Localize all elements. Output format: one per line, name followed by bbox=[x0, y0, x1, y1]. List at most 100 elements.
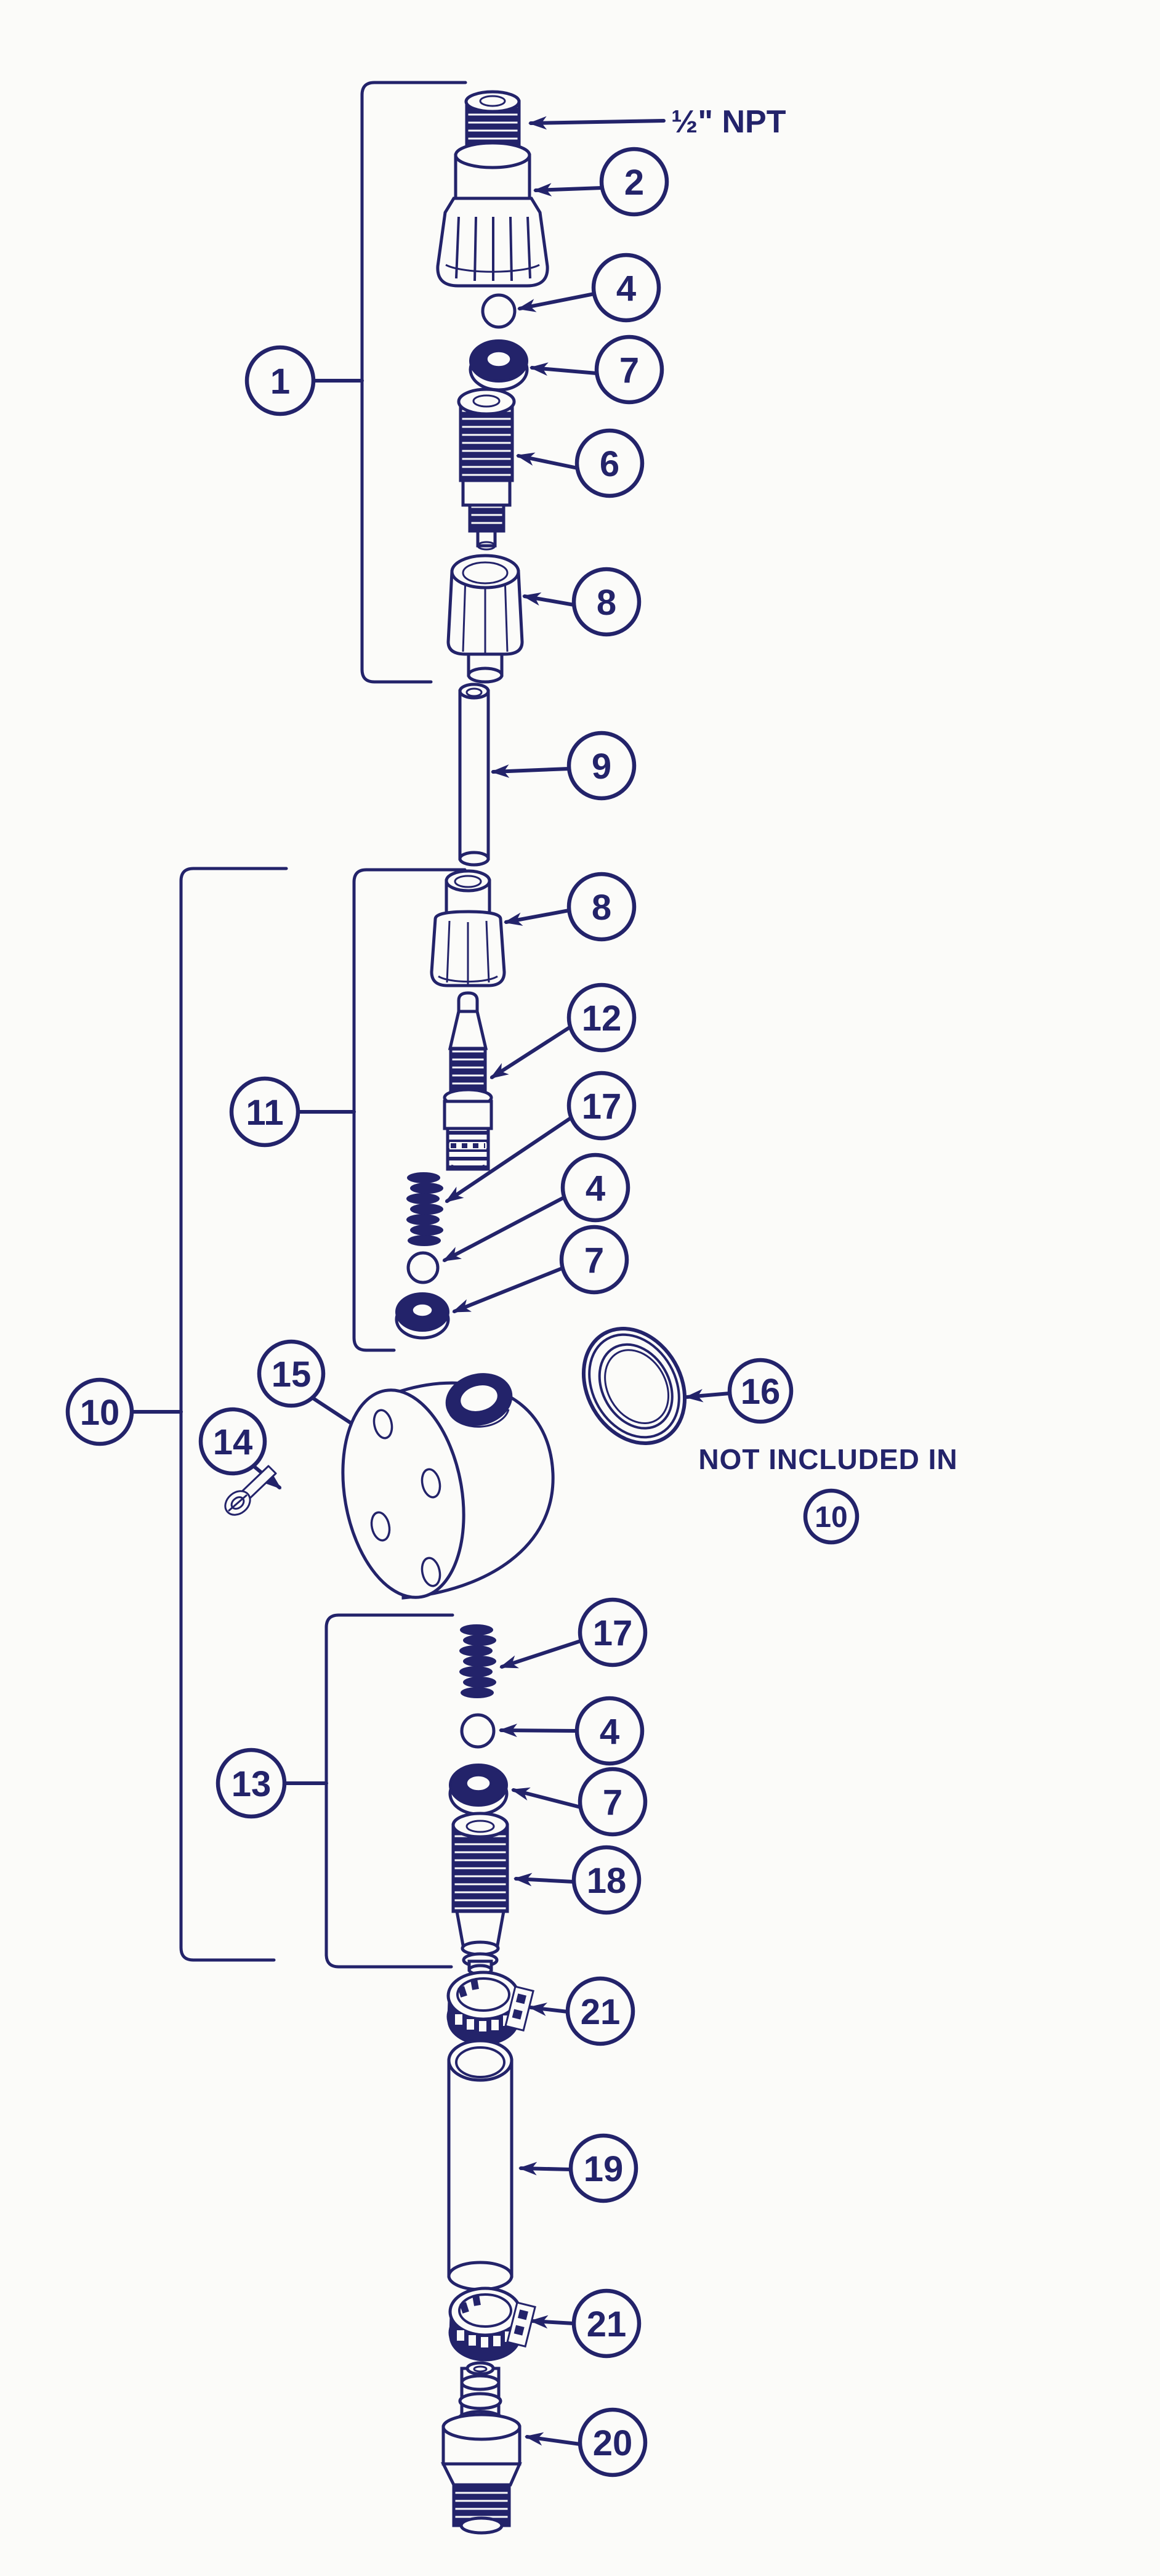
valve-lower-stub bbox=[468, 503, 505, 533]
callout-20-label: 20 bbox=[593, 2423, 633, 2463]
valve-white-band bbox=[461, 479, 512, 507]
washer-hole bbox=[411, 1302, 434, 1318]
nut-top-hole bbox=[454, 875, 482, 888]
leader-4b bbox=[442, 1196, 566, 1262]
leader-2 bbox=[533, 183, 603, 196]
callout-6-label: 6 bbox=[600, 444, 619, 484]
callout-6: 6 bbox=[574, 428, 645, 498]
tubing-body bbox=[447, 2059, 514, 2278]
not-included-note: NOT INCLUDED IN bbox=[698, 1443, 957, 1475]
leader-16 bbox=[684, 1388, 731, 1403]
callout-9-label: 9 bbox=[592, 747, 611, 787]
screw-slot bbox=[228, 1494, 248, 1512]
nut-facets bbox=[446, 920, 490, 984]
bolt-hole-2 bbox=[421, 1468, 441, 1499]
part-6-check-valve bbox=[457, 387, 516, 551]
callout-13-label: 13 bbox=[232, 1764, 272, 1804]
callout-15: 15 bbox=[257, 1339, 326, 1408]
ring-line-3 bbox=[598, 1343, 674, 1430]
tube-body bbox=[458, 689, 490, 861]
bracket-group-13 bbox=[324, 1613, 454, 1969]
valve-top-hole bbox=[472, 394, 501, 408]
footvalve-barb-1 bbox=[460, 2374, 501, 2391]
poppet-cone bbox=[448, 1010, 488, 1050]
callout-4b: 4 bbox=[560, 1152, 630, 1223]
leader-7b bbox=[452, 1266, 564, 1313]
leader-9 bbox=[490, 764, 571, 778]
callout-18-label: 18 bbox=[587, 1861, 627, 1901]
footvalve-chamfer bbox=[440, 2462, 522, 2487]
leader-17a bbox=[445, 1116, 573, 1203]
leader-18 bbox=[513, 1873, 576, 1887]
callout-10-left: 10 bbox=[65, 1377, 134, 1446]
callout-21b: 21 bbox=[571, 2288, 642, 2359]
footvalve-top-hole bbox=[473, 2365, 488, 2373]
footvalve-barb-2 bbox=[458, 2392, 502, 2410]
part-8-coupling-nut-b bbox=[430, 869, 506, 987]
callout-13: 13 bbox=[215, 1748, 287, 1819]
bracket-group-10 bbox=[179, 867, 288, 1962]
part-20-foot-valve bbox=[440, 2361, 522, 2535]
part-21-hose-clamp-b bbox=[450, 2288, 535, 2360]
part-18-adapter bbox=[451, 1812, 509, 1976]
callout-2-label: 2 bbox=[624, 163, 644, 203]
adapter-top-face bbox=[451, 1812, 509, 1839]
footvalve-collar-top bbox=[441, 2413, 522, 2441]
adapter-top-hole bbox=[465, 1820, 495, 1833]
callout-12-label: 12 bbox=[582, 998, 622, 1039]
nut-tube-bottom bbox=[467, 666, 504, 684]
fitting-collar-top bbox=[454, 141, 531, 169]
callout-16-label: 16 bbox=[741, 1372, 781, 1412]
part-16-flange-ring bbox=[581, 1327, 687, 1445]
leader-20 bbox=[524, 2432, 582, 2446]
washer-hole bbox=[465, 1774, 492, 1792]
part-17-spring-a bbox=[406, 1172, 443, 1246]
head-port-bore bbox=[458, 1383, 500, 1414]
part-7-seat-washer-c bbox=[448, 1764, 509, 1816]
callout-8a: 8 bbox=[571, 567, 642, 637]
callout-11: 11 bbox=[229, 1076, 300, 1148]
footvalve-top-face bbox=[465, 2361, 495, 2376]
leader-4a bbox=[517, 292, 596, 312]
callout-4a-label: 4 bbox=[616, 269, 636, 309]
poppet-dark-band bbox=[449, 1047, 487, 1095]
callout-10-note: 10 bbox=[803, 1488, 860, 1545]
callout-2: 2 bbox=[599, 147, 669, 217]
tubing-bottom bbox=[447, 2261, 514, 2291]
bolt-hole-1 bbox=[373, 1409, 393, 1440]
nut-top-face bbox=[445, 869, 491, 893]
part-4-ball-b bbox=[406, 1251, 440, 1284]
ring-inner bbox=[604, 1349, 670, 1425]
leader-8b bbox=[503, 909, 571, 926]
callout-1-label: 1 bbox=[270, 362, 290, 402]
callout-7b: 7 bbox=[559, 1225, 629, 1295]
callout-16: 16 bbox=[727, 1358, 794, 1424]
poppet-body bbox=[443, 1100, 493, 1130]
callout-17a: 17 bbox=[566, 1071, 637, 1141]
callout-4c: 4 bbox=[574, 1696, 645, 1766]
callout-8a-label: 8 bbox=[597, 583, 616, 623]
tube-bottom bbox=[458, 851, 490, 867]
leader-17b bbox=[499, 1639, 582, 1669]
callout-17a-label: 17 bbox=[582, 1087, 622, 1127]
part-7-seat-washer-b bbox=[395, 1292, 450, 1340]
callout-14: 14 bbox=[198, 1407, 267, 1476]
part-19-tubing bbox=[447, 2039, 514, 2291]
part-9-tube bbox=[458, 682, 490, 867]
valve-top-flange bbox=[457, 387, 516, 416]
part-2-npt-fitting bbox=[436, 90, 549, 288]
part-21-hose-clamp-a bbox=[448, 1972, 533, 2044]
callout-10-note-label: 10 bbox=[815, 1501, 847, 1534]
callout-14-label: 14 bbox=[213, 1422, 253, 1462]
callout-8b: 8 bbox=[566, 872, 637, 942]
callout-7a: 7 bbox=[594, 334, 664, 405]
head-port-thread-arc bbox=[449, 1409, 510, 1428]
leader-8a bbox=[522, 592, 576, 607]
callout-9: 9 bbox=[566, 731, 637, 801]
leader-7c bbox=[511, 1787, 582, 1809]
bolt-hole-4 bbox=[421, 1557, 441, 1587]
part-15-pump-head bbox=[341, 1373, 555, 1600]
cap-bottom-arc bbox=[445, 264, 540, 273]
part-17-spring-b bbox=[459, 1624, 496, 1698]
